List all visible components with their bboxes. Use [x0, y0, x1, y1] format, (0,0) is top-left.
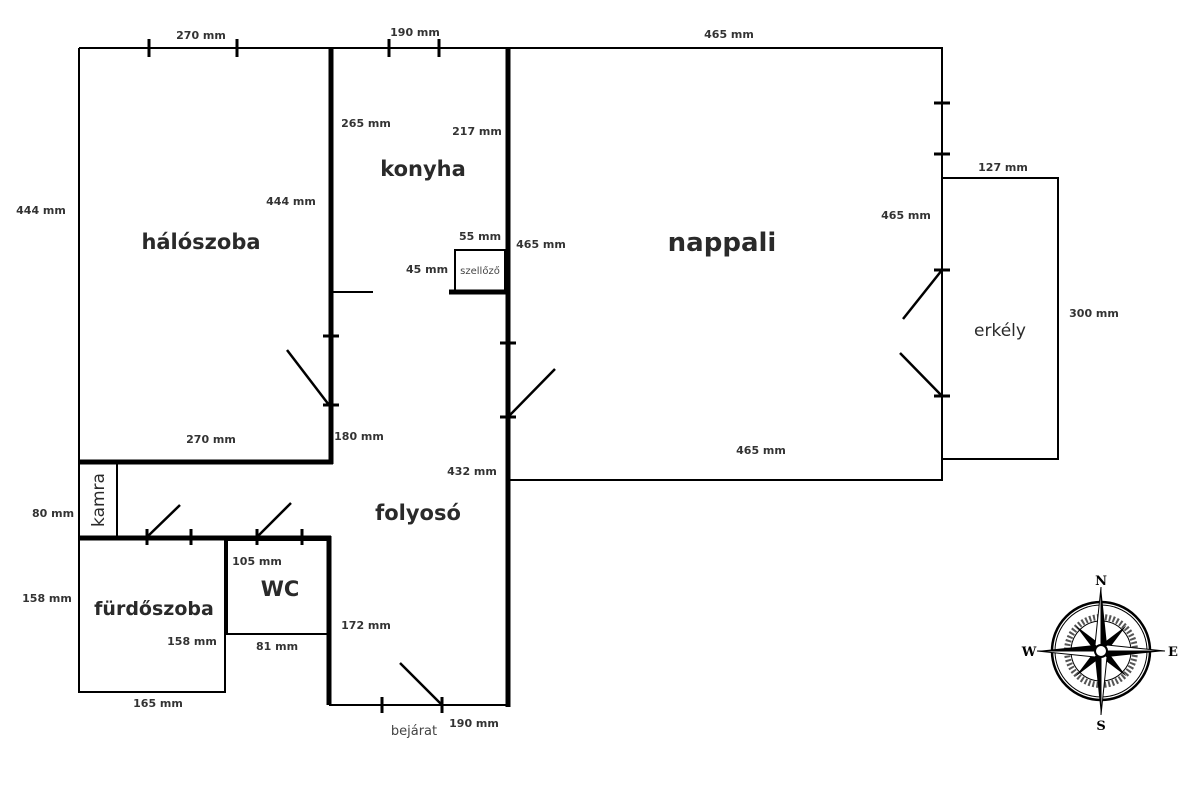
room-label-hallway: folyosó	[375, 501, 461, 525]
balcony-door-upper	[902, 269, 943, 320]
vent-label: szellőző	[460, 265, 500, 277]
dimension-labels: 270 mm 444 mm 444 mm 270 mm 190 mm 265 m…	[16, 26, 1119, 730]
dim-hall-right-upper: 465 mm	[516, 238, 566, 251]
entrance-door	[399, 662, 443, 706]
bedroom-door	[286, 349, 330, 406]
dim-entrance-width: 190 mm	[449, 717, 499, 730]
dim-bedroom-right: 444 mm	[266, 195, 316, 208]
dim-pantry-left: 80 mm	[32, 507, 74, 520]
room-label-kitchen: konyha	[380, 157, 466, 181]
room-label-bedroom: hálószoba	[141, 230, 260, 254]
dim-bedroom-left: 444 mm	[16, 204, 66, 217]
dim-wc-bottom: 81 mm	[256, 640, 298, 653]
dim-kitchen-left: 265 mm	[341, 117, 391, 130]
room-label-pantry: kamra	[89, 473, 109, 527]
dim-bedroom-top: 270 mm	[176, 29, 226, 42]
bathroom-outline	[78, 537, 226, 693]
dim-kitchen-right: 217 mm	[452, 125, 502, 138]
walls	[78, 47, 1059, 707]
door-swings	[146, 269, 943, 706]
bathroom-door	[146, 504, 181, 538]
compass-north: N	[1095, 574, 1107, 589]
dim-living-bottom: 465 mm	[736, 444, 786, 457]
room-label-wc: WC	[261, 577, 300, 601]
room-label-bathroom: fürdőszoba	[94, 598, 214, 620]
entrance-label: bejárat	[391, 724, 437, 739]
dim-hall-left-upper: 180 mm	[334, 430, 384, 443]
dim-bathroom-bottom: 165 mm	[133, 697, 183, 710]
room-label-living-room: nappali	[668, 228, 777, 258]
dim-hall-right-lower: 432 mm	[447, 465, 497, 478]
dim-bedroom-bottom: 270 mm	[186, 433, 236, 446]
dim-kitchen-top: 190 mm	[390, 26, 440, 39]
living-room-outline	[507, 47, 943, 481]
compass-west: W	[1021, 645, 1037, 660]
living-room-door	[507, 368, 556, 418]
balcony-door-lower	[899, 352, 943, 397]
compass-south: S	[1096, 719, 1105, 734]
wc-door	[256, 502, 292, 538]
dim-balcony-top: 127 mm	[978, 161, 1028, 174]
vent-box	[454, 249, 506, 293]
balcony-outline	[941, 177, 1059, 460]
dim-balcony-right: 300 mm	[1069, 307, 1119, 320]
dim-hall-left-lower: 172 mm	[341, 619, 391, 632]
dim-bathroom-right: 158 mm	[167, 635, 217, 648]
room-label-balcony: erkély	[974, 321, 1026, 341]
dim-vent-width: 55 mm	[459, 230, 501, 243]
dim-living-top: 465 mm	[704, 28, 754, 41]
dim-wc-top: 105 mm	[232, 555, 282, 568]
dim-vent-height: 45 mm	[406, 263, 448, 276]
compass-east: E	[1168, 645, 1178, 660]
compass-rose: N S E W	[1021, 574, 1178, 734]
dim-living-right: 465 mm	[881, 209, 931, 222]
dim-bathroom-left: 158 mm	[22, 592, 72, 605]
